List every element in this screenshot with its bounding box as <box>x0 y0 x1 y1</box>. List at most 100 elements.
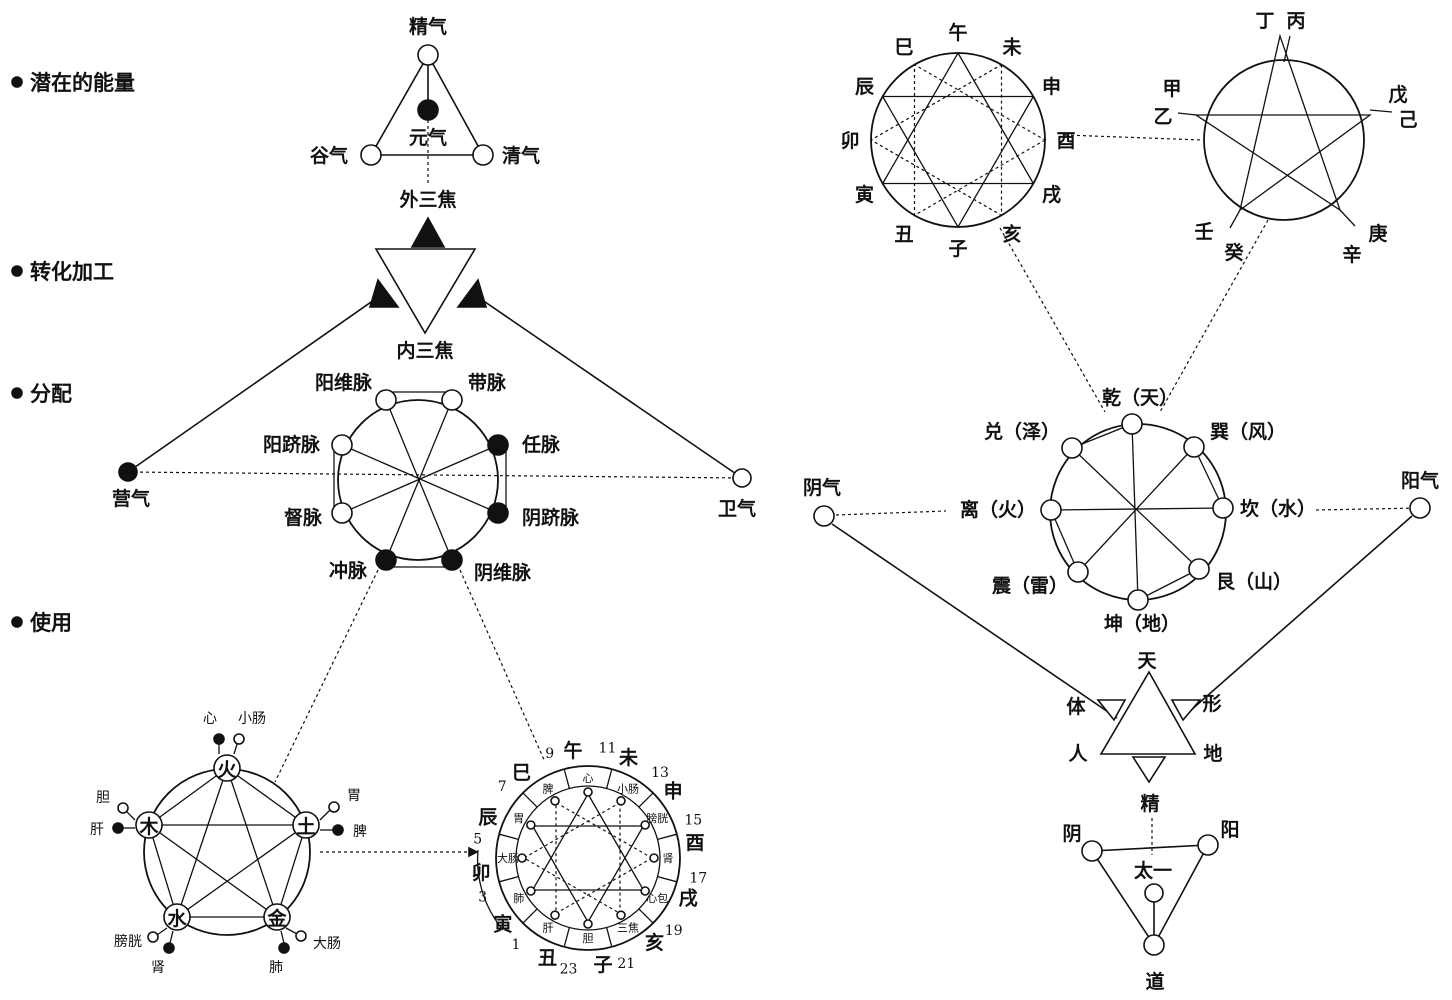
label-guqi: 谷气 <box>310 144 348 167</box>
tian-triangle <box>1099 670 1197 755</box>
label-li: 离（火） <box>960 498 1036 521</box>
node-li <box>1040 499 1062 521</box>
branch-label-hai: 亥 <box>1002 223 1021 246</box>
branch-label-shen: 申 <box>1042 75 1061 98</box>
label-inner-sanjiao: 内三焦 <box>396 339 453 362</box>
label-xun: 巽（风） <box>1210 420 1286 443</box>
label-wei: 卫气 <box>718 497 756 520</box>
node-yuanqi <box>417 99 439 121</box>
branches-triangle <box>869 63 1003 217</box>
stems-pentagram <box>1193 33 1372 212</box>
node-kidney <box>163 942 175 954</box>
stage-label-distribute: 分配 <box>30 382 72 406</box>
label-large-intestine: 大肠 <box>313 936 341 952</box>
stage-label-use: 使用 <box>29 611 72 635</box>
stem-tick <box>1177 112 1197 116</box>
spoke-line <box>1050 507 1224 511</box>
node-taiyi <box>1144 883 1164 903</box>
tian-di-ren-group: 阴气 阳气 天 体 形 人 地 精 <box>803 469 1439 855</box>
clock-organ-label: 心 <box>583 772 594 785</box>
clock-organ-label: 胆 <box>583 932 594 945</box>
label-qian: 乾（天） <box>1102 386 1178 409</box>
node-liver <box>112 822 124 834</box>
pin-line <box>169 930 174 944</box>
label-ren: 人 <box>1068 743 1088 765</box>
pair-link <box>1193 446 1224 509</box>
spoke-line <box>1071 447 1200 570</box>
node-gallbladder <box>117 802 129 814</box>
node-yangqiao <box>331 434 353 456</box>
branch-label-chou: 丑 <box>894 224 913 246</box>
clock-node <box>640 820 650 830</box>
node-heart <box>213 733 225 745</box>
pin-line <box>285 927 298 935</box>
node-small-intestine <box>233 733 245 745</box>
pin-line <box>156 927 168 936</box>
label-heart: 心 <box>203 711 217 727</box>
label-geng: 庚 <box>1368 222 1387 245</box>
node-lung <box>278 942 290 954</box>
clock-node <box>640 886 650 896</box>
clock-node <box>550 910 560 920</box>
pin-line <box>280 930 285 944</box>
dashed-branches-stems <box>1064 134 1203 141</box>
stage-labels: 潜在的能量 转化加工 分配 使用 <box>11 71 135 635</box>
clock-hour-label: 3 <box>478 889 487 905</box>
jing-triangle <box>1131 756 1167 784</box>
clock-node <box>583 919 593 929</box>
clock-node <box>616 796 626 806</box>
label-spleen: 脾 <box>353 824 367 840</box>
stem-tick <box>1229 209 1241 229</box>
label-dao: 道 <box>1145 970 1164 993</box>
clock-hour-label: 21 <box>617 956 635 972</box>
label-wood: 木 <box>138 815 159 838</box>
dashed-to-clock <box>459 569 546 763</box>
clock-divider <box>606 768 613 789</box>
node-kan <box>1212 497 1234 519</box>
label-kun: 坤（地） <box>1104 612 1180 635</box>
clock-triangle <box>555 801 654 915</box>
clock-hour-label: 1 <box>512 937 521 953</box>
label-ji: 己 <box>1398 109 1417 131</box>
clock-branch-label: 酉 <box>685 832 704 854</box>
clock-organ-label: 肺 <box>513 892 524 905</box>
clock-organ-label: 小肠 <box>617 783 639 796</box>
clock-node <box>583 787 593 797</box>
label-xin: 辛 <box>1342 243 1361 266</box>
clock-divider <box>657 833 678 840</box>
node-zhen <box>1067 561 1089 583</box>
label-kidney: 肾 <box>151 960 165 976</box>
node-earth <box>292 811 320 839</box>
small-triangle-left <box>1096 699 1127 722</box>
clock-hour-label: 7 <box>498 779 507 795</box>
label-dai: 带脉 <box>468 371 507 394</box>
node-kun <box>1127 589 1149 611</box>
clock-node <box>526 820 536 830</box>
inner-sanjiao-triangle <box>374 248 477 335</box>
label-gen: 艮（山） <box>1216 570 1292 593</box>
node-yin <box>1081 840 1103 862</box>
clock-branch-label: 巳 <box>512 762 531 784</box>
clock-divider <box>522 792 538 808</box>
clock-triangle <box>531 825 645 924</box>
branches-ring <box>870 52 1046 228</box>
label-dui: 兑（泽） <box>984 420 1060 443</box>
node-qingqi <box>472 144 494 166</box>
branch-label-wei: 未 <box>1001 35 1021 58</box>
label-metal: 金 <box>266 907 287 930</box>
top-triangle-group: 精气 元气 谷气 清气 <box>310 15 540 185</box>
clock-branch-label: 未 <box>618 746 638 769</box>
dashed-kan-yang <box>1315 507 1421 511</box>
clock-divider <box>638 792 654 808</box>
label-outer-sanjiao: 外三焦 <box>399 188 456 211</box>
label-yi: 乙 <box>1153 106 1172 128</box>
node-yangwei <box>375 389 397 411</box>
label-du: 督脉 <box>284 506 323 529</box>
clock-divider <box>563 927 570 948</box>
node-stomach <box>328 801 340 813</box>
stage-label-potential: 潜在的能量 <box>30 71 135 95</box>
label-yang: 阳 <box>1220 819 1239 841</box>
clock-divider <box>522 908 538 924</box>
node-dao <box>1143 934 1165 956</box>
label-yin: 阴 <box>1062 823 1081 845</box>
